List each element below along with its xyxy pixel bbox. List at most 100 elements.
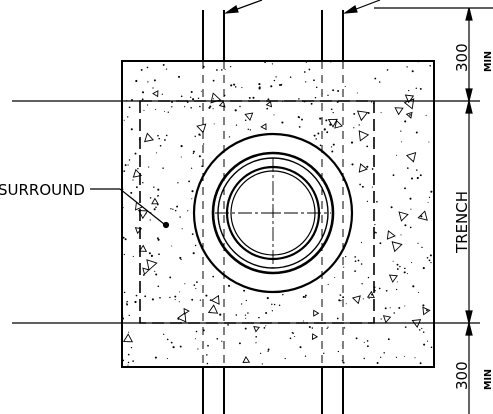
stipple-dot [233,83,236,86]
stipple-dot [131,98,133,101]
stipple-dot [359,183,361,186]
stipple-dot [122,110,124,112]
stipple-dot [374,77,377,80]
aggregate-triangle [351,295,361,305]
stipple-dot [128,314,130,317]
stipple-dot [423,343,426,346]
stipple-dot [371,101,373,103]
stipple-dot [419,362,422,365]
stipple-dot [304,296,307,298]
stipple-dot [127,353,130,356]
stipple-dot [134,300,137,304]
stipple-dot [428,259,431,262]
stipple-dot [311,327,314,329]
stipple-dot [132,179,134,181]
aggregate-triangle [422,306,431,316]
stipple-dot [310,102,313,105]
stipple-dot [206,354,208,356]
stipple-dot [308,68,311,71]
stipple-dot [228,136,231,138]
stipple-dot [371,186,373,188]
stipple-dot [404,120,407,123]
stipple-dot [123,291,126,294]
stipple-dot [271,63,273,65]
stipple-dot [159,144,162,147]
stipple-dot [205,294,208,297]
stipple-dot [366,340,369,342]
stipple-dot [170,208,172,210]
stipple-dot [415,131,418,134]
stipple-dot [378,287,381,290]
stipple-dot [165,134,168,137]
stipple-dot [433,64,434,66]
stipple-dot [263,327,266,329]
stipple-dot [166,338,169,341]
stipple-dot [238,342,241,345]
stipple-dot [421,327,423,330]
stipple-dot [282,293,284,296]
stipple-dot [284,357,286,360]
stipple-dot [148,252,151,255]
stipple-dot [330,108,333,111]
stipple-dot [122,238,123,240]
stipple-dot [395,356,397,358]
stipple-dot [161,93,163,95]
aggregate-triangle [311,333,319,341]
trench-label: TRENCH [453,191,471,254]
stipple-dot [368,297,370,299]
stipple-dot [192,152,195,155]
stipple-dot [327,283,329,286]
stipple-dot [353,112,356,115]
stipple-dot [384,307,387,310]
stipple-dot [430,190,433,193]
stipple-dot [327,326,329,328]
stipple-dot [192,150,195,153]
aggregate-triangle [253,326,261,333]
stipple-dot [273,114,275,116]
stipple-dot [380,112,382,114]
stipple-dot [207,344,209,347]
dim-top-unit: MIN [483,51,493,72]
stipple-dot [127,361,130,364]
outer-bedding-circle [192,132,354,294]
stipple-dot [403,271,406,274]
stipple-dot [319,117,322,120]
stipple-dot [353,127,355,129]
stipple-dot [387,338,390,341]
stipple-dot [345,303,347,305]
stipple-dot [252,96,255,99]
stipple-dot [244,119,247,121]
stipple-dot [281,121,284,124]
stipple-dot [336,317,339,320]
stipple-dot [216,69,218,71]
stipple-dot [383,352,385,354]
stipple-dot [363,357,365,360]
stipple-dot [157,194,159,197]
stipple-dot [244,327,247,330]
stipple-dot [367,112,370,114]
stipple-dot [191,198,193,200]
stipple-dot [428,141,430,143]
stipple-dot [403,356,405,357]
stipple-dot [212,108,214,110]
aggregate-triangle [176,312,187,323]
stipple-dot [156,152,158,154]
stipple-dot [132,255,134,258]
stipple-dot [398,306,401,309]
stipple-dot [341,360,343,362]
aggregate-triangle [207,304,219,314]
stipple-dot [147,81,149,83]
stipple-dot [404,326,407,328]
stipple-dot [409,197,412,200]
stipple-dot [197,348,199,350]
stipple-dot [401,141,403,143]
stipple-dot [169,296,171,299]
stipple-dot [123,170,126,172]
aggregate-triangle [196,123,207,134]
stipple-dot [258,316,260,319]
stipple-dot [166,358,168,360]
stipple-dot [135,79,138,83]
stipple-dot [323,128,326,131]
stipple-dot [317,132,320,135]
stipple-dot [209,105,212,108]
